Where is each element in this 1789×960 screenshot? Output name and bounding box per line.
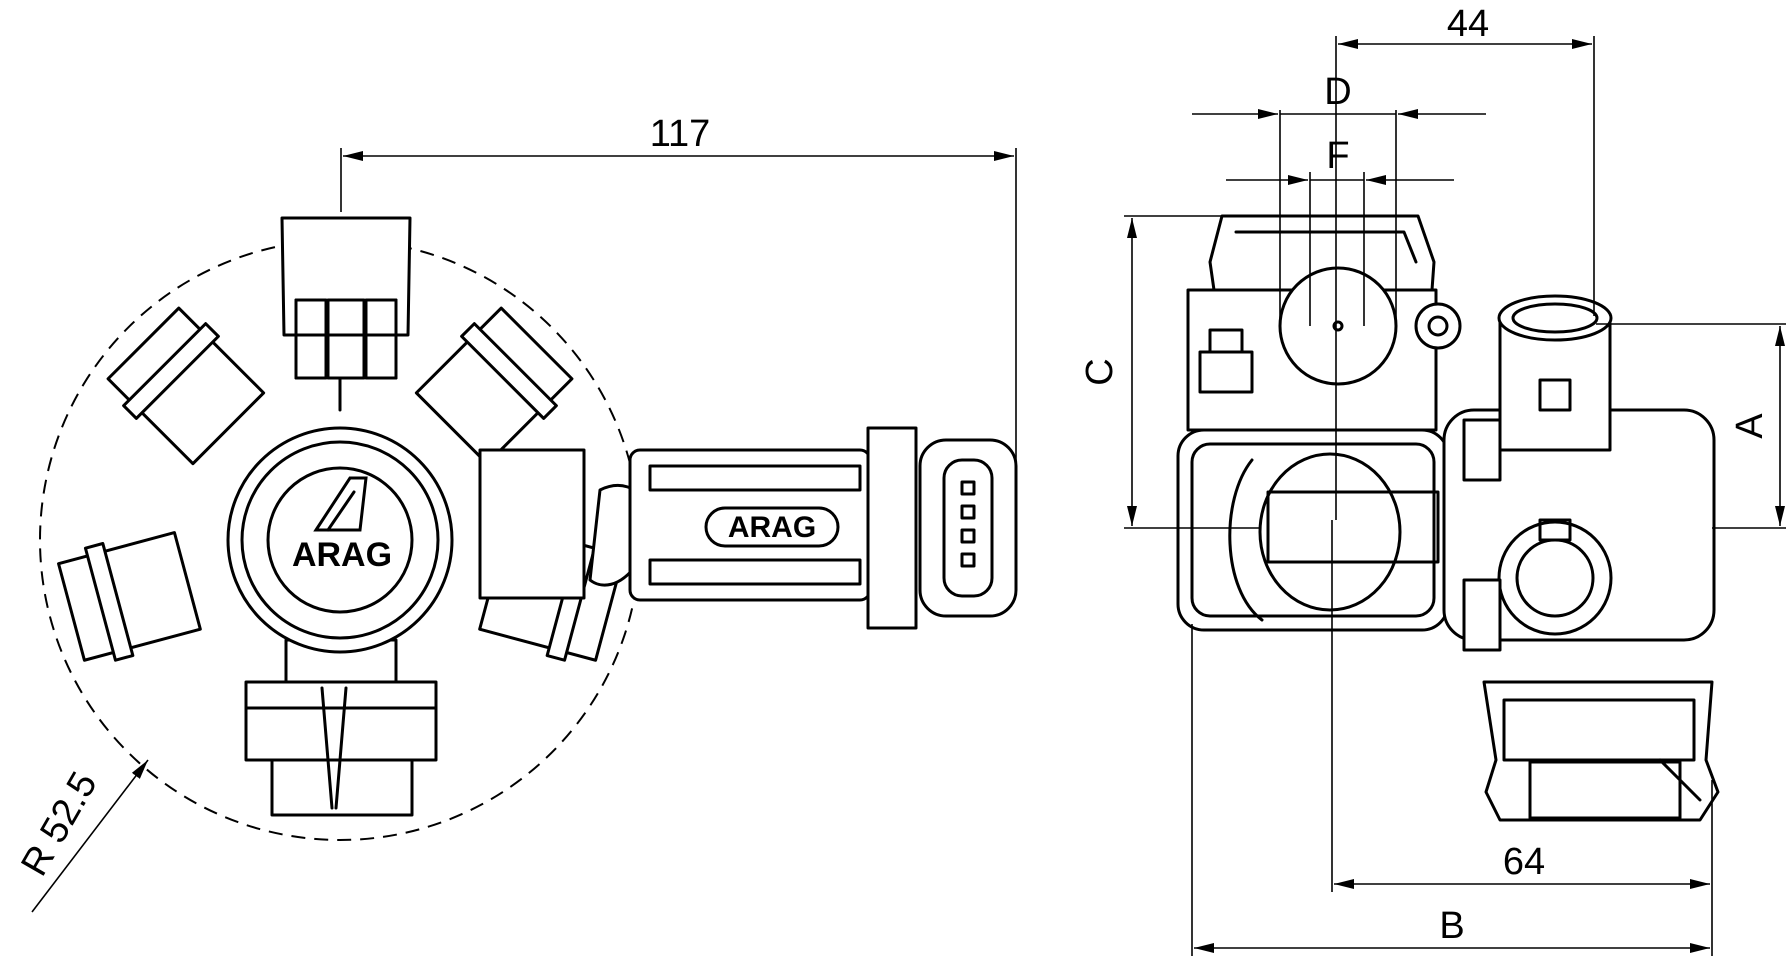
dimension-d-label: D [1324,71,1351,113]
dimension-a: A [1596,323,1786,529]
electrical-connector: ARAG [478,426,1018,630]
pipe-clamp [1186,214,1462,432]
bottom-cap [1482,680,1720,822]
central-hub: ARAG [226,426,454,654]
dimension-a-label: A [1729,413,1771,439]
connector-logo: ARAG [728,511,816,544]
dimension-117-label: 117 [650,113,711,155]
dimension-64-label: 64 [1503,841,1545,883]
dimension-c-label: C [1079,358,1121,385]
upper-right-nozzle [414,306,574,466]
dimension-b-label: B [1439,905,1464,947]
dimension-radius: R 52.5 [13,759,149,913]
lower-left-nozzle [57,531,202,662]
dimension-d: D [1192,71,1486,326]
radius-label: R 52.5 [13,765,105,883]
top-nozzle-holder [280,216,412,412]
dimension-f-label: F [1326,135,1349,177]
dimension-64: 64 [1331,520,1713,892]
dimension-b: B [1191,624,1713,956]
dimension-c: C [1079,215,1260,529]
nozzle-housing [1442,294,1716,652]
upper-left-nozzle [106,306,266,466]
hub-logo: ARAG [292,536,392,574]
front-view: ARAG ARAG 117 R 52.5 [13,113,1018,913]
bottom-nozzle-cap [244,638,438,817]
dimension-44: 44 [1335,3,1595,520]
dimension-44-label: 44 [1447,3,1489,45]
dimension-f: F [1226,135,1454,326]
valve-body [1176,428,1450,632]
side-view: 44 D F C [1079,3,1786,956]
dimension-117: 117 [340,113,1017,530]
